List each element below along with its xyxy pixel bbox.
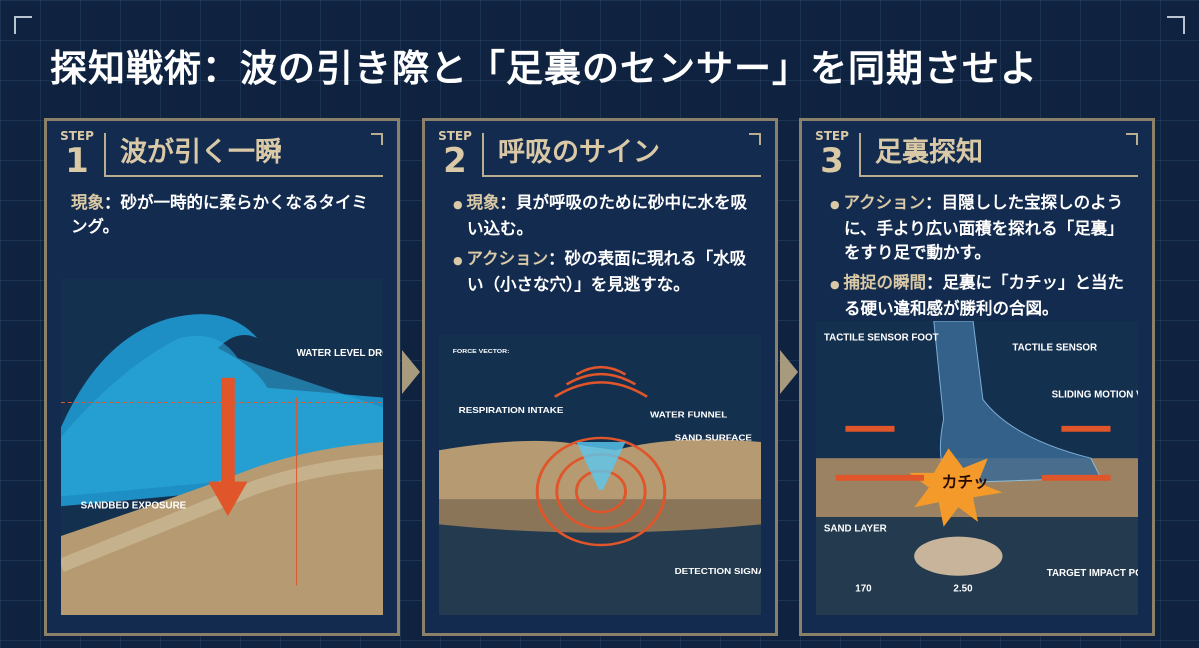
item-key: アクション (843, 193, 926, 212)
item-text: ：砂の表面に現れる「水吸い（小さな穴）」を見逃すな。 (467, 249, 747, 294)
bullet-item: アクション：目隠しした宝探しのように、手より広い面積を探れる「足裏」をすり足で動… (826, 191, 1134, 265)
label-water-funnel: WATER FUNNEL (650, 410, 728, 419)
foot-sensor-diagram: TACTILE SENSOR FOOT TACTILE SENSOR SLIDI… (816, 320, 1177, 615)
step-description: 現象：貝が呼吸のために砂中に水を吸い込む。 アクション：砂の表面に現れる「水吸い… (449, 191, 757, 303)
item-key: 現象 (466, 193, 500, 212)
frame-corner (1167, 16, 1185, 34)
step-label: STEP (438, 129, 472, 143)
bullet-item: 現象：貝が呼吸のために砂中に水を吸い込む。 (449, 191, 757, 241)
label-dimension-1: 170 (855, 583, 872, 594)
item-key: アクション (466, 249, 549, 268)
step-label: STEP (60, 129, 94, 143)
next-arrow-icon (402, 350, 420, 394)
label-tactile-foot: TACTILE SENSOR FOOT (824, 333, 939, 344)
frame-corner (14, 16, 32, 34)
label-force-vector: FORCE VECTOR: (453, 349, 510, 355)
step-number: 2 (443, 141, 467, 181)
step-description: 現象：砂が一時的に柔らかくなるタイミング。 (71, 191, 379, 239)
bullet-item: 捕捉の瞬間：足裏に「カチッ」と当たる硬い違和感が勝利の合図。 (826, 271, 1134, 321)
label-dimension-2: 2.50 (953, 583, 973, 594)
label-target: TARGET IMPACT POINT (1047, 568, 1138, 579)
respiration-diagram: FORCE VECTOR: RESPIRATION INTAKE WATER F… (439, 335, 791, 615)
label-sand-surface: SAND SURFACE (675, 433, 752, 442)
bullet-item: アクション：砂の表面に現れる「水吸い（小さな穴）」を見逃すな。 (449, 247, 757, 297)
step-number: 3 (820, 141, 844, 181)
item-text: ：砂が一時的に柔らかくなるタイミング。 (71, 193, 368, 236)
next-arrow-icon (780, 350, 798, 394)
item-key: 捕捉の瞬間 (843, 273, 926, 292)
item-text: ：足裏に「カチッ」と当たる硬い違和感が勝利の合図。 (844, 273, 1124, 318)
item-key: 現象 (71, 193, 104, 212)
label-sand-layer: SAND LAYER (824, 524, 887, 535)
label-tactile-sensor: TACTILE SENSOR (1012, 342, 1097, 353)
label-water-level: WATER LEVEL DROP (297, 348, 383, 359)
step-description: アクション：目隠しした宝探しのように、手より広い面積を探れる「足裏」をすり足で動… (826, 191, 1134, 327)
step-number: 1 (65, 141, 89, 181)
step-label: STEP (815, 129, 849, 143)
item-text: ：貝が呼吸のために砂中に水を吸い込む。 (467, 193, 747, 238)
label-detection: DETECTION SIGNATURE (675, 567, 761, 576)
step-heading: 足裏探知 (859, 133, 1138, 177)
label-sandbed: SANDBED EXPOSURE (81, 500, 187, 511)
label-impact: カチッ (942, 473, 989, 492)
item-text: ：目隠しした宝探しのように、手より広い面積を探れる「足裏」をすり足で動かす。 (844, 193, 1124, 262)
step-heading: 呼吸のサイン (482, 133, 761, 177)
wave-diagram: WATER LEVEL DROP SANDBED EXPOSURE (58, 279, 397, 615)
step-heading: 波が引く一瞬 (104, 133, 383, 177)
label-sliding-motion: SLIDING MOTION VECTOR (1052, 389, 1138, 400)
page-title: 探知戦術：波の引き際と「足裏のセンサー」を同期させよ (50, 47, 1038, 90)
label-respiration: RESPIRATION INTAKE (459, 406, 564, 415)
